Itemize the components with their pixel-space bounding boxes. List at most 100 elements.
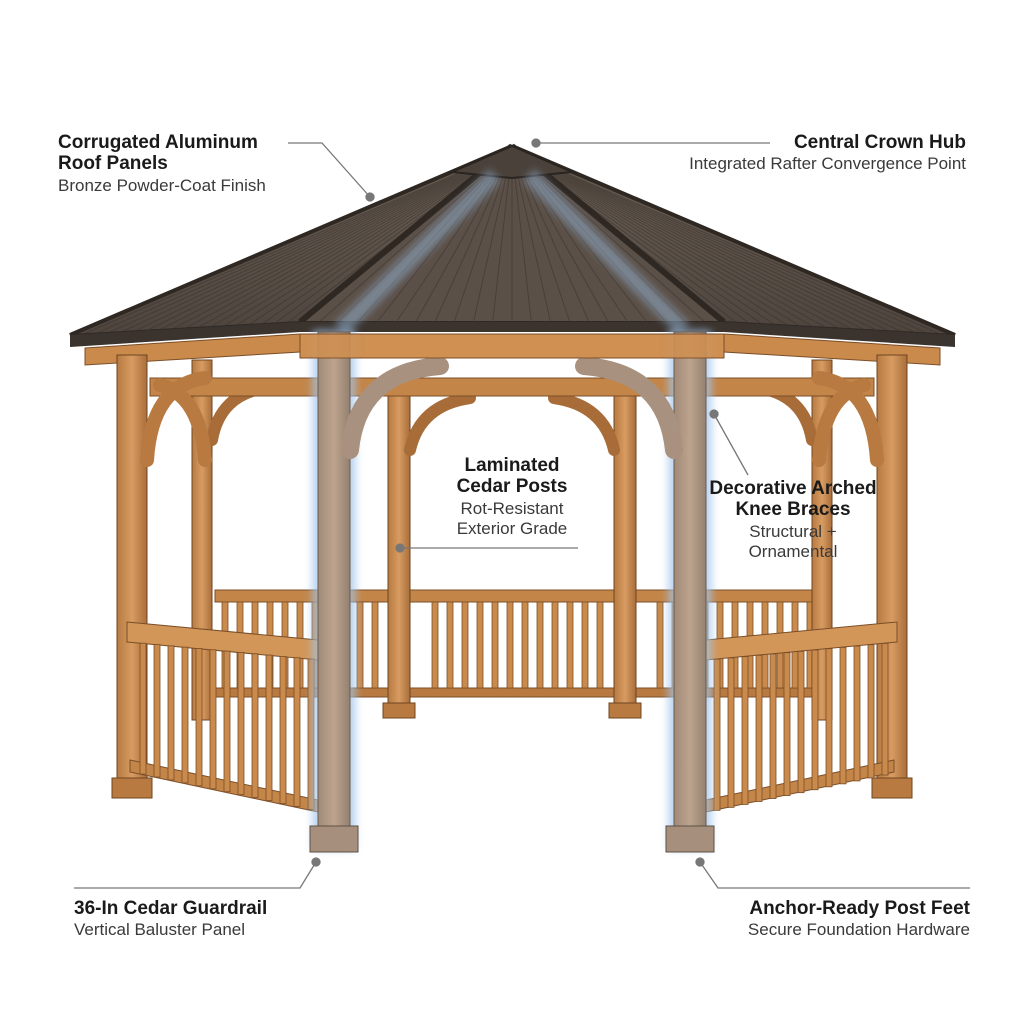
- baluster: [566, 601, 574, 689]
- roof-rib: [197, 149, 513, 329]
- callout-crown-hub: Central Crown Hub Integrated Rafter Conv…: [689, 132, 966, 173]
- roof-rib: [511, 149, 878, 332]
- baluster: [181, 646, 189, 784]
- roof-rib: [511, 149, 904, 333]
- roof-rib: [511, 149, 942, 335]
- baluster: [596, 601, 604, 689]
- baluster: [551, 601, 559, 689]
- baluster: [139, 642, 147, 775]
- baluster: [727, 657, 735, 808]
- baluster: [521, 601, 529, 689]
- baluster: [461, 601, 469, 689]
- knee-braces-title-1: Decorative Arched: [709, 478, 877, 499]
- baluster: [293, 657, 301, 807]
- front-beam: [299, 333, 725, 359]
- baluster: [431, 601, 439, 689]
- roof-rib: [511, 149, 571, 323]
- knee-braces-subtitle-2: Ornamental: [748, 541, 838, 561]
- roof-panels-title-2: Roof Panels: [58, 153, 168, 175]
- posts-subtitle-2: Exterior Grade: [456, 518, 568, 538]
- roof-rib: [453, 149, 513, 323]
- roof-rib: [511, 149, 891, 332]
- baluster: [853, 645, 861, 782]
- crown-hub-title: Central Crown Hub: [793, 132, 966, 153]
- baluster: [755, 654, 763, 802]
- roof-rib: [159, 149, 513, 331]
- baluster: [195, 648, 203, 787]
- baluster: [279, 655, 287, 804]
- roof-rib: [511, 149, 814, 328]
- roof-rib: [472, 149, 513, 323]
- callout-roof-panels: Corrugated Aluminum Roof Panels Bronze P…: [58, 132, 266, 195]
- roof-rib: [511, 149, 552, 323]
- roof-rib: [434, 149, 513, 323]
- baluster: [223, 650, 231, 793]
- roof-rib: [184, 149, 513, 329]
- side-posts: [111, 354, 913, 799]
- roof-rib: [210, 149, 513, 328]
- baluster: [713, 658, 721, 811]
- crown-hub-subtitle: Integrated Rafter Convergence Point: [689, 154, 966, 174]
- guardrail-title: 36-In Cedar Guardrail: [74, 898, 268, 919]
- roof-rib: [120, 149, 513, 333]
- baluster: [581, 601, 589, 689]
- roof-rib: [82, 149, 513, 335]
- baluster: [153, 644, 161, 778]
- baluster: [251, 653, 259, 799]
- roof-rib: [95, 149, 513, 335]
- baluster: [839, 647, 847, 785]
- baluster: [265, 654, 273, 801]
- baluster: [536, 601, 544, 689]
- baluster: [356, 601, 364, 689]
- roof-rib: [108, 149, 513, 334]
- baluster: [867, 644, 875, 779]
- right-railing: [705, 621, 898, 813]
- roof-rib: [171, 149, 513, 330]
- post-feet-title: Anchor-Ready Post Feet: [749, 898, 970, 919]
- callout-guardrail: 36-In Cedar Guardrail Vertical Baluster …: [74, 898, 267, 939]
- roof-rib: [511, 149, 789, 327]
- roof-panels-subtitle: Bronze Powder-Coat Finish: [58, 175, 266, 195]
- posts-title-2: Cedar Posts: [456, 476, 568, 498]
- roof-rib: [511, 149, 590, 323]
- baluster: [446, 601, 454, 689]
- callout-posts: Laminated Cedar Posts Rot-Resistant Exte…: [432, 455, 592, 538]
- roof-rib: [223, 149, 513, 327]
- callout-knee-braces: Decorative Arched Knee Braces Structural…: [700, 478, 886, 561]
- roof-rib: [511, 149, 801, 327]
- baluster: [167, 645, 175, 781]
- baluster: [811, 649, 819, 791]
- baluster: [741, 656, 749, 805]
- leader-lines: [74, 138, 970, 889]
- knee-braces-subtitle-1: Structural +: [749, 521, 837, 541]
- baluster: [881, 643, 889, 776]
- callout-post-feet: Anchor-Ready Post Feet Secure Foundation…: [748, 898, 970, 939]
- guardrail-subtitle: Vertical Baluster Panel: [74, 920, 246, 940]
- posts-subtitle-1: Rot-Resistant: [460, 498, 564, 518]
- roof-rib: [511, 149, 853, 330]
- roof-rib: [511, 149, 706, 323]
- baluster: [783, 652, 791, 797]
- roof-panels-title-1: Corrugated Aluminum: [58, 132, 258, 153]
- posts-title-1: Laminated: [464, 455, 560, 476]
- baluster: [491, 601, 499, 689]
- front-knee-braces: [341, 357, 683, 459]
- baluster: [506, 601, 514, 689]
- back-knee-braces: [206, 382, 818, 456]
- left-railing: [126, 621, 319, 813]
- baluster: [371, 601, 379, 689]
- baluster: [825, 648, 833, 788]
- roof-rib: [511, 149, 929, 335]
- baluster: [656, 601, 664, 689]
- baluster: [769, 653, 777, 799]
- knee-braces-title-2: Knee Braces: [735, 499, 851, 521]
- side-knee-braces: [140, 371, 884, 467]
- baluster: [797, 650, 805, 794]
- roof-rib: [511, 149, 916, 334]
- roof-rib: [133, 149, 513, 332]
- roof-rib: [511, 149, 865, 331]
- roof-rib: [146, 149, 513, 332]
- baluster: [209, 649, 217, 790]
